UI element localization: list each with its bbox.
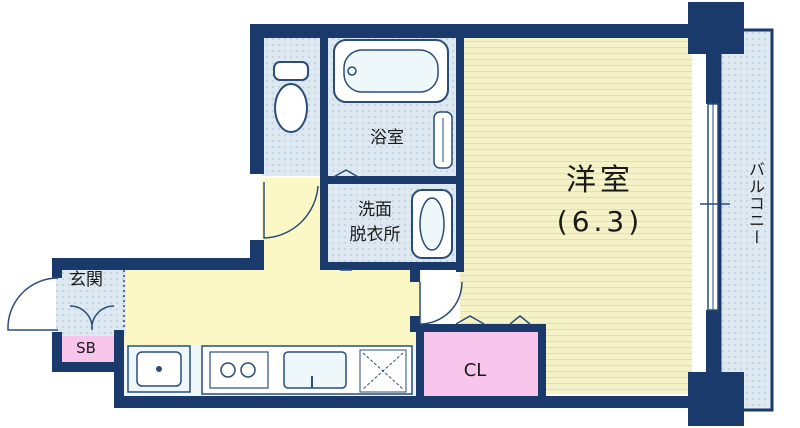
closet-label: CL	[463, 360, 487, 381]
balcony-label: バルコニー	[746, 160, 765, 246]
washing-machine-pan	[127, 345, 191, 393]
washroom-label-line1: 洗面	[358, 200, 392, 220]
balcony-outline	[718, 28, 774, 412]
shoe-box	[62, 336, 114, 362]
bathroom-basin	[433, 111, 453, 169]
balcony-floor	[716, 30, 772, 410]
entrance-floor	[56, 266, 126, 336]
bathroom-label: 浴室	[370, 128, 404, 148]
western-room-label: 洋室	[566, 163, 634, 198]
corridor-floor	[122, 266, 422, 346]
wash-basin	[411, 189, 453, 259]
toilet	[273, 61, 309, 133]
balcony-window	[700, 103, 730, 311]
walls	[52, 2, 744, 426]
kitchen-counter	[201, 345, 413, 395]
shoe-box-label: SB	[76, 339, 96, 357]
bathtub	[333, 39, 449, 103]
western-room-area: (6.3)	[556, 205, 644, 238]
entrance-label: 玄関	[69, 270, 103, 290]
corridor-floor-upper	[262, 178, 322, 268]
doors	[7, 169, 463, 331]
closet-door-mark	[455, 315, 531, 325]
washroom-label-line2: 脱衣所	[349, 225, 401, 245]
closet-box	[424, 332, 538, 396]
